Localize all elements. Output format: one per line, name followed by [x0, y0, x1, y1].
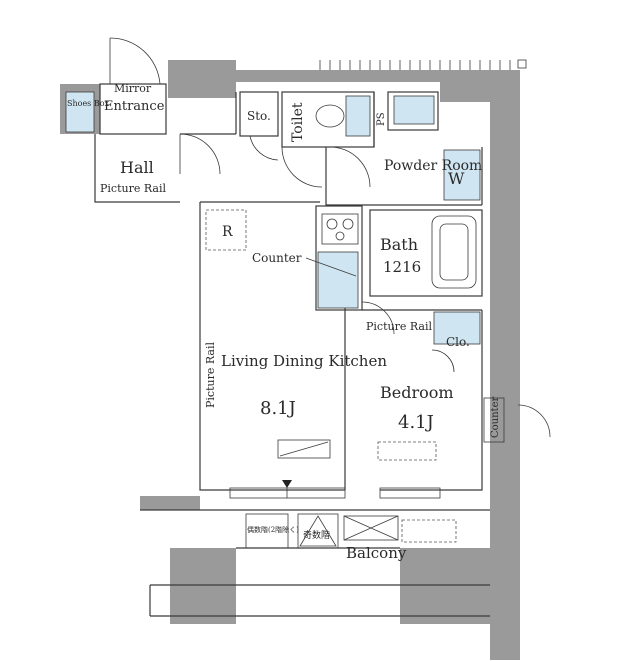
- label-ldk-size: 8.1J: [260, 398, 296, 419]
- label-ldk-picture-rail: Picture Rail: [204, 342, 217, 408]
- bathtub-inner-icon: [439, 223, 469, 281]
- burner-icon: [326, 218, 338, 230]
- label-mirror: Mirror: [114, 82, 152, 95]
- label-bedroom: Bedroom: [380, 383, 454, 402]
- refrigerator-space: [205, 209, 247, 251]
- label-ps: PS: [376, 112, 387, 126]
- label-entrance: Entrance: [104, 99, 165, 114]
- counter-leader: [305, 257, 357, 277]
- label-ldk: Living Dining Kitchen: [221, 352, 387, 370]
- cooktop-icon: [321, 213, 359, 245]
- bedroom-aircon-icon: [377, 441, 437, 461]
- burner-icon: [335, 231, 345, 241]
- label-toilet: Toilet: [290, 102, 306, 142]
- closet-shelf: [433, 311, 481, 345]
- top-wall: [236, 70, 490, 82]
- shoes-box: [65, 91, 95, 133]
- burner-icon: [342, 218, 354, 230]
- structural-walls: [60, 60, 520, 660]
- hatch-even-box: [245, 513, 289, 549]
- label-bath: Bath: [380, 235, 418, 254]
- right-wall: [490, 70, 520, 660]
- fixtures: [65, 91, 481, 549]
- top-right-pillar: [440, 82, 490, 102]
- ldk-aircon-icon: [277, 439, 331, 459]
- washer-pan: [443, 149, 481, 201]
- label-refrigerator: R: [222, 224, 233, 240]
- hatch-odd-box: [297, 513, 339, 549]
- label-counter-kitchen: Counter: [252, 251, 302, 265]
- label-closet: Clo.: [446, 335, 470, 349]
- powder-sink: [393, 95, 435, 125]
- label-hall-picture-rail: Picture Rail: [100, 182, 166, 195]
- bottom-right-pillar: [400, 548, 490, 624]
- label-balcony: Balcony: [346, 544, 407, 562]
- top-left-pillar: [168, 60, 236, 98]
- label-hatch-even: 偶数階(2階除く): [247, 525, 299, 534]
- hatch-triangle-icon: [299, 515, 337, 547]
- label-storage: Sto.: [247, 109, 271, 123]
- entry-marker-icon: [282, 480, 292, 488]
- bathtub-icon: [431, 215, 477, 289]
- windows: [229, 397, 505, 499]
- kitchen-sink: [317, 251, 359, 309]
- balcony-left-wall: [140, 496, 200, 510]
- label-hatch-odd: 奇数階: [303, 529, 330, 541]
- bottom-left-pillar: [170, 548, 236, 624]
- label-hall: Hall: [120, 158, 154, 177]
- outdoor-unit-icon: [343, 515, 399, 541]
- room-labels: Shoes Box Mirror Entrance Sto. Toilet PS…: [67, 82, 501, 562]
- balcony-dashed-unit: [401, 519, 457, 543]
- label-shoes-box: Shoes Box: [67, 99, 110, 108]
- label-powder-room: Powder Room: [384, 158, 482, 174]
- toilet-bowl-icon: [315, 104, 345, 128]
- label-washer: W: [448, 169, 465, 188]
- toilet-tank: [345, 95, 371, 137]
- label-bedroom-picture-rail: Picture Rail: [366, 320, 432, 333]
- label-bath-size: 1216: [383, 258, 421, 276]
- label-bedroom-size: 4.1J: [398, 412, 434, 433]
- label-counter-side: Counter: [490, 397, 501, 438]
- doors: [109, 37, 551, 438]
- top-wall-hatch: [319, 59, 527, 70]
